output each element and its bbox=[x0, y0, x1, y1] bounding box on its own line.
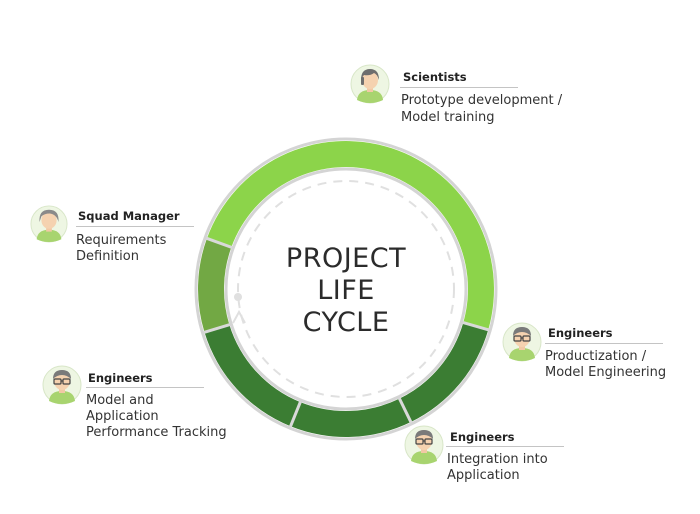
role-divider bbox=[545, 343, 663, 344]
role-divider bbox=[446, 446, 564, 447]
role-divider bbox=[400, 87, 518, 88]
ring-outer-border bbox=[194, 137, 498, 441]
role-description-line: Prototype development / bbox=[401, 93, 563, 108]
role-description-line: Application bbox=[86, 409, 159, 424]
cycle-start-dot bbox=[234, 293, 242, 301]
ring-segment-tracking bbox=[204, 324, 301, 427]
role-description-line: Application bbox=[447, 468, 520, 483]
role-title: Engineers bbox=[88, 371, 153, 385]
role-description-line: Model training bbox=[401, 110, 495, 125]
squad-manager-avatar-icon bbox=[30, 205, 68, 243]
center-title-line: PROJECT bbox=[285, 243, 407, 274]
role-title: Squad Manager bbox=[78, 209, 180, 223]
center-title-line: LIFE bbox=[317, 275, 375, 306]
role-description-line: Model Engineering bbox=[545, 365, 667, 380]
center-title: PROJECT LIFE CYCLE bbox=[246, 243, 446, 339]
role-divider bbox=[76, 226, 194, 227]
ring-segment-divider bbox=[205, 236, 233, 250]
role-description-line: Definition bbox=[76, 249, 139, 264]
ring-segment-divider bbox=[461, 320, 490, 332]
ring-segment-divider bbox=[203, 322, 231, 334]
center-title-line: CYCLE bbox=[302, 307, 390, 338]
role-title: Scientists bbox=[403, 70, 467, 84]
role-description-line: Model and bbox=[86, 393, 154, 408]
dashed-cycle-path bbox=[237, 180, 455, 398]
role-divider bbox=[86, 387, 204, 388]
role-description-line: Performance Tracking bbox=[86, 425, 227, 440]
ring-segment-divider bbox=[288, 400, 303, 428]
role-description-line: Productization / bbox=[545, 349, 647, 364]
ring-segment-divider bbox=[397, 397, 413, 424]
role-description-line: Requirements bbox=[76, 233, 167, 248]
ring-segment-productization bbox=[399, 322, 489, 423]
cycle-arrow-icon bbox=[232, 309, 246, 324]
scientist-avatar-icon bbox=[350, 64, 390, 104]
ring-segment-integration bbox=[290, 398, 411, 437]
role-title: Engineers bbox=[450, 430, 515, 444]
role-title: Engineers bbox=[548, 326, 613, 340]
ring-segment-prototype bbox=[206, 141, 494, 330]
engineer-avatar-icon bbox=[42, 365, 82, 405]
role-description-line: Integration into bbox=[447, 452, 548, 467]
engineer-avatar-icon bbox=[502, 322, 542, 362]
engineer-avatar-icon bbox=[404, 425, 444, 465]
ring-inner-border bbox=[224, 167, 468, 411]
ring-segment-requirements bbox=[198, 238, 232, 333]
